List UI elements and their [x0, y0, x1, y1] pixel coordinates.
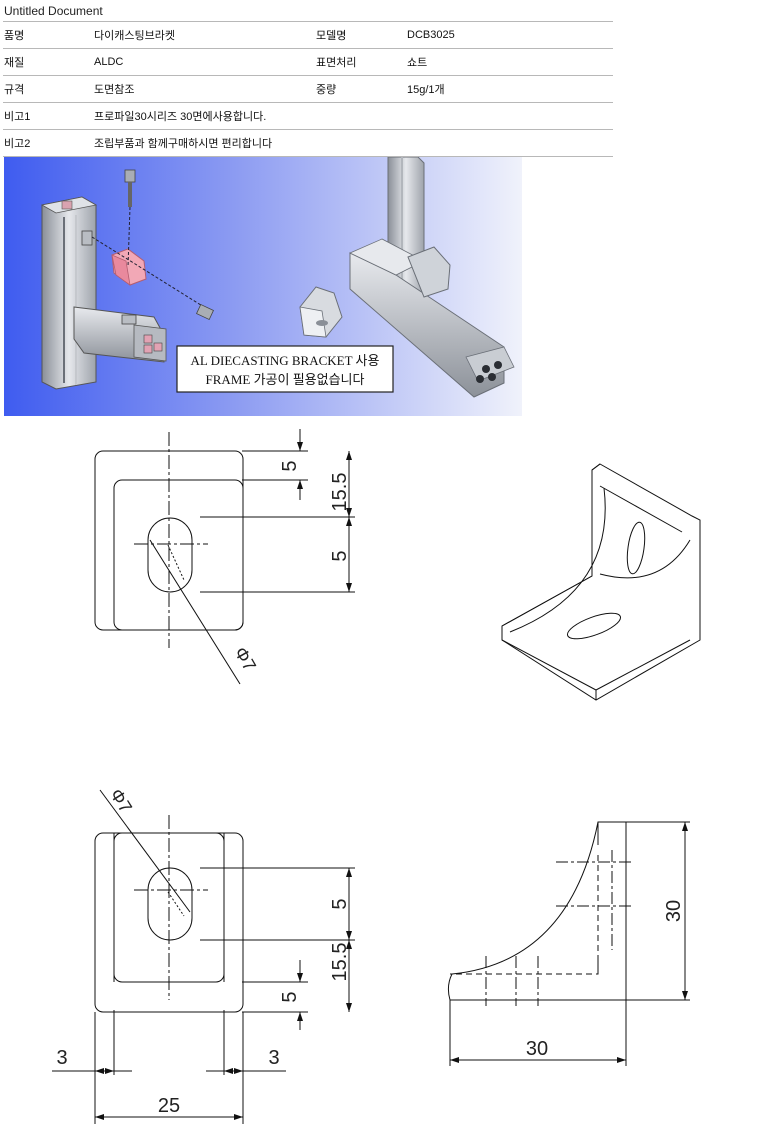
spec-value: 조립부품과 함께구매하시면 편리합니다	[93, 129, 613, 157]
spec-value: 도면참조	[93, 75, 315, 103]
dim-label: 15.5	[329, 473, 351, 512]
spec-label: 중량	[315, 75, 406, 103]
dim-label: Φ7	[106, 785, 136, 816]
dim-label: 25	[158, 1095, 180, 1117]
table-row: 규격 도면참조 중량 15g/1개	[3, 75, 613, 103]
dim-label: 15.5	[329, 943, 351, 982]
spec-table: 품명 다이캐스팅브라켓 모델명 DCB3025 재질 ALDC 표면처리 쇼트 …	[3, 21, 613, 157]
spec-value: DCB3025	[406, 21, 613, 49]
isometric-view	[501, 463, 701, 701]
dim-label: 5	[279, 991, 301, 1002]
assembled-frame-image	[349, 157, 515, 398]
dim-label: 30	[526, 1038, 548, 1060]
dim-label: 30	[663, 900, 685, 922]
product-photo-illustration: AL DIECASTING BRACKET 사용 FRAME 가공이 필용없습니…	[4, 157, 522, 416]
spec-label: 비고2	[3, 129, 93, 157]
spec-label: 모델명	[315, 21, 406, 49]
spec-value: 쇼트	[406, 48, 613, 76]
side-view	[447, 821, 690, 1066]
spec-label: 표면처리	[315, 48, 406, 76]
table-row: 품명 다이캐스팅브라켓 모델명 DCB3025	[3, 21, 613, 49]
caption-line-1: AL DIECASTING BRACKET 사용	[191, 353, 380, 368]
spec-value: 15g/1개	[406, 75, 613, 103]
table-row: 비고2 조립부품과 함께구매하시면 편리합니다	[3, 129, 613, 157]
dim-label: 5	[329, 550, 351, 561]
dim-label: 3	[56, 1047, 67, 1069]
table-row: 비고1 프로파일30시리즈 30면에사용합니다.	[3, 102, 613, 130]
dim-label: 5	[329, 898, 351, 909]
caption-line-2: FRAME 가공이 필용없습니다	[206, 372, 365, 387]
document-title: Untitled Document	[4, 4, 103, 18]
dim-label: 5	[279, 460, 301, 471]
front-view	[94, 429, 355, 685]
caption-box	[176, 345, 394, 393]
bracket-part-image	[299, 286, 343, 338]
product-photo: AL DIECASTING BRACKET 사용 FRAME 가공이 필용없습니…	[4, 157, 522, 416]
technical-drawing: 5 15.5 5 Φ7 Φ7 5 15.5 5 3 3 25 30 30	[52, 429, 701, 1124]
bottom-view	[52, 789, 355, 1124]
table-row: 재질 ALDC 표면처리 쇼트	[3, 48, 613, 76]
dim-label: Φ7	[230, 643, 260, 674]
spec-value: 다이캐스팅브라켓	[93, 21, 315, 49]
spec-value: 프로파일30시리즈 30면에사용합니다.	[93, 102, 613, 130]
exploded-assembly	[40, 169, 214, 390]
spec-label: 재질	[3, 48, 93, 76]
spec-label: 규격	[3, 75, 93, 103]
spec-value: ALDC	[93, 48, 315, 76]
spec-label: 비고1	[3, 102, 93, 130]
dim-label: 3	[268, 1047, 279, 1069]
spec-label: 품명	[3, 21, 93, 49]
